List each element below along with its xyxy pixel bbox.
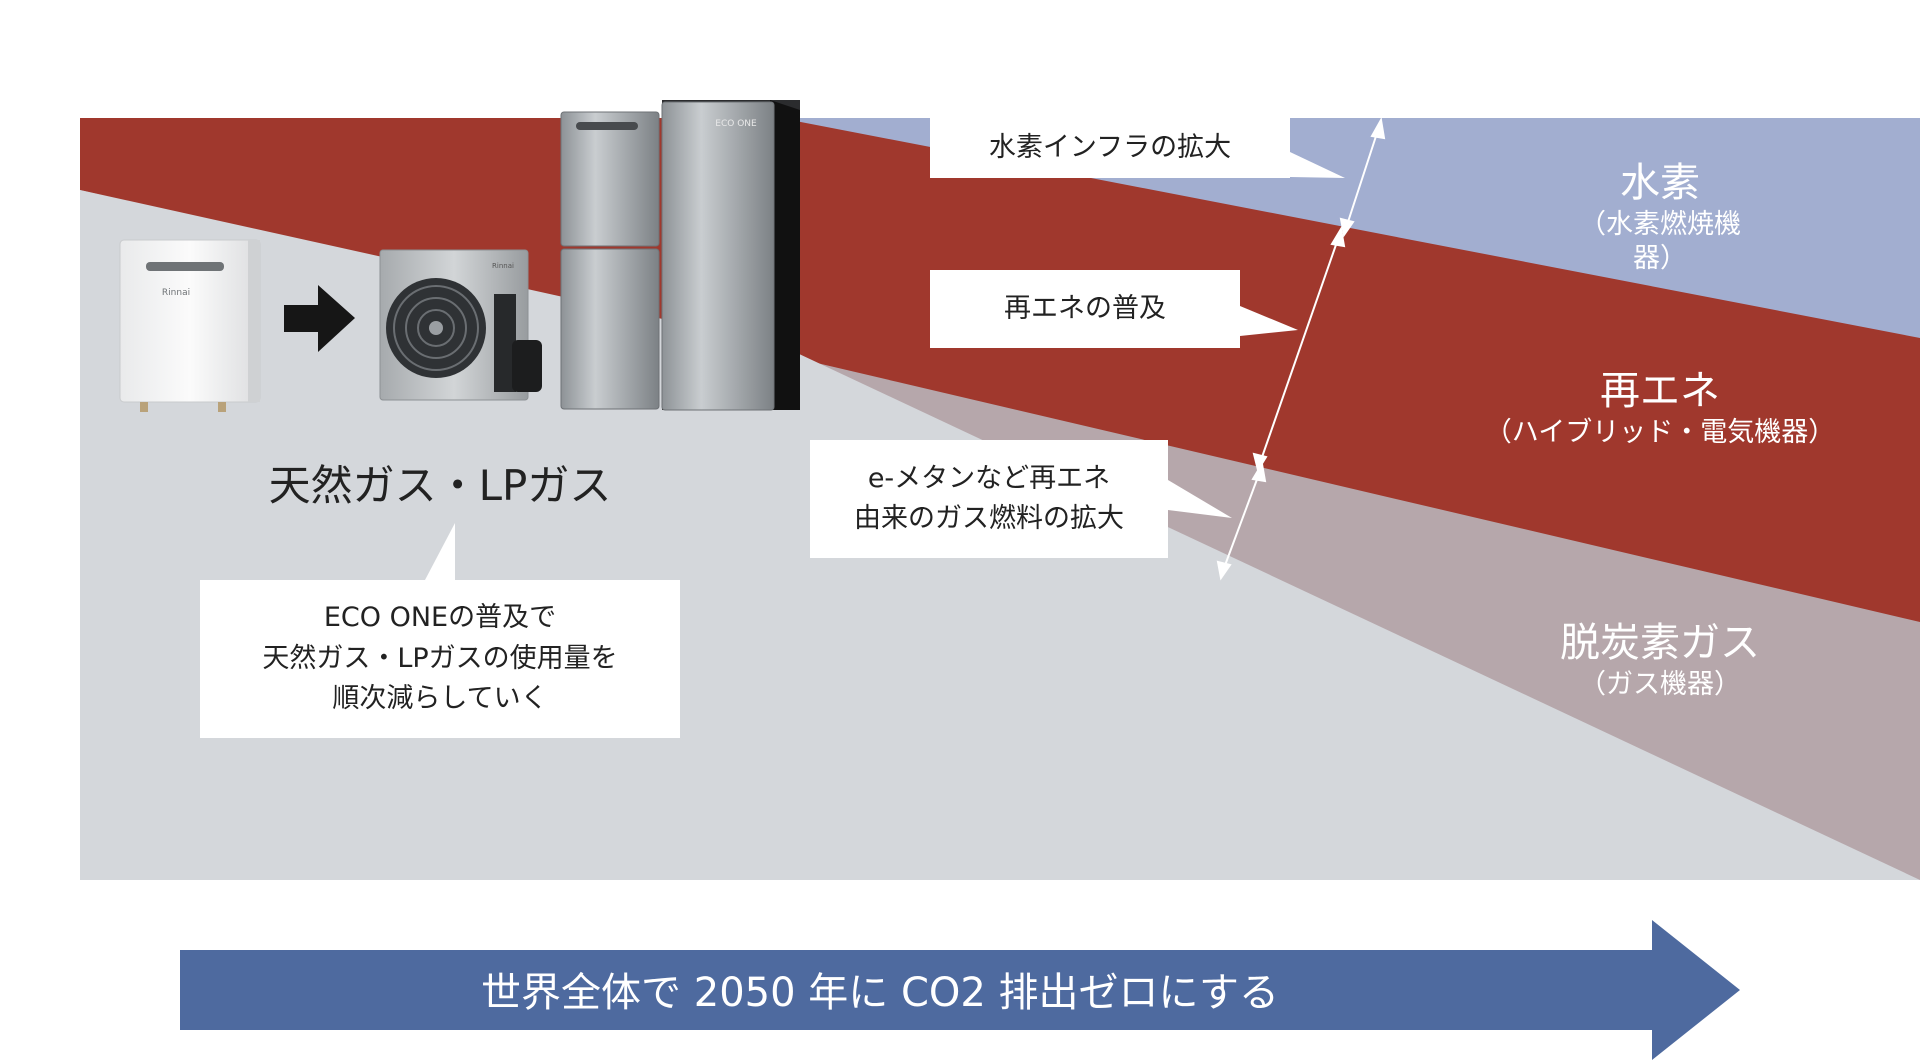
hydrogen-callout-tail [1290,152,1345,178]
hydrogen-zone-label: 水素 （水素燃焼機器） [1560,158,1760,276]
renewable-zone-subtitle: （ハイブリッド・電気機器） [1484,417,1836,448]
decarb-gas-zone-label: 脱炭素ガス （ガス機器） [1510,618,1810,702]
renewable-callout-tail [1240,306,1298,336]
emethane-line-1: e-メタンなど再エネ [867,462,1111,494]
heat-pump-brand: Rinnai [492,262,514,270]
decarb-gas-zone-title: 脱炭素ガス [1560,620,1760,666]
ecoone-line-1: ECO ONEの普及で [323,602,557,634]
ecoone-callout-tail [425,523,455,580]
ecoone-callout: ECO ONEの普及で 天然ガス・LPガスの使用量を 順次減らしていく [200,580,680,738]
ecoone-line-2: 天然ガス・LPガスの使用量を [262,642,618,674]
renewable-zone-title: 再エネ [1600,368,1720,414]
emethane-callout-tail [1168,480,1232,518]
natural-gas-label: 天然ガス・LPガス [268,461,612,510]
emethane-callout: e-メタンなど再エネ 由来のガス燃料の拡大 [810,440,1168,558]
water-heater-brand: Rinnai [162,288,190,298]
hydrogen-zone-title: 水素 [1620,160,1700,206]
renewable-text: 再エネの普及 [1004,292,1166,324]
hydrogen-zone-subtitle: （水素燃焼機器） [1579,209,1741,274]
upgrade-arrow-icon [284,285,355,352]
emethane-line-2: 由来のガス燃料の拡大 [854,503,1124,534]
hydrogen-infra-text: 水素インフラの拡大 [988,131,1232,163]
hydrogen-infra-callout: 水素インフラの拡大 [930,118,1290,178]
renewable-callout: 再エネの普及 [930,270,1240,348]
goal-arrow [180,920,1740,1060]
renewable-zone-label: 再エネ （ハイブリッド・電気機器） [1460,366,1860,450]
water-heater-image: Rinnai [119,239,261,412]
goal-arrow-text: 世界全体で 2050 年に CO2 排出ゼロにする [481,970,1279,1016]
heat-pump-image: Rinnai [379,249,542,401]
eco-one-brand: ECO ONE [715,119,757,129]
eco-one-unit-image: ECO ONE [560,100,800,411]
range-arrows [1216,117,1386,581]
ecoone-line-3: 順次減らしていく [332,683,548,715]
decarb-gas-zone-subtitle: （ガス機器） [1579,669,1741,700]
